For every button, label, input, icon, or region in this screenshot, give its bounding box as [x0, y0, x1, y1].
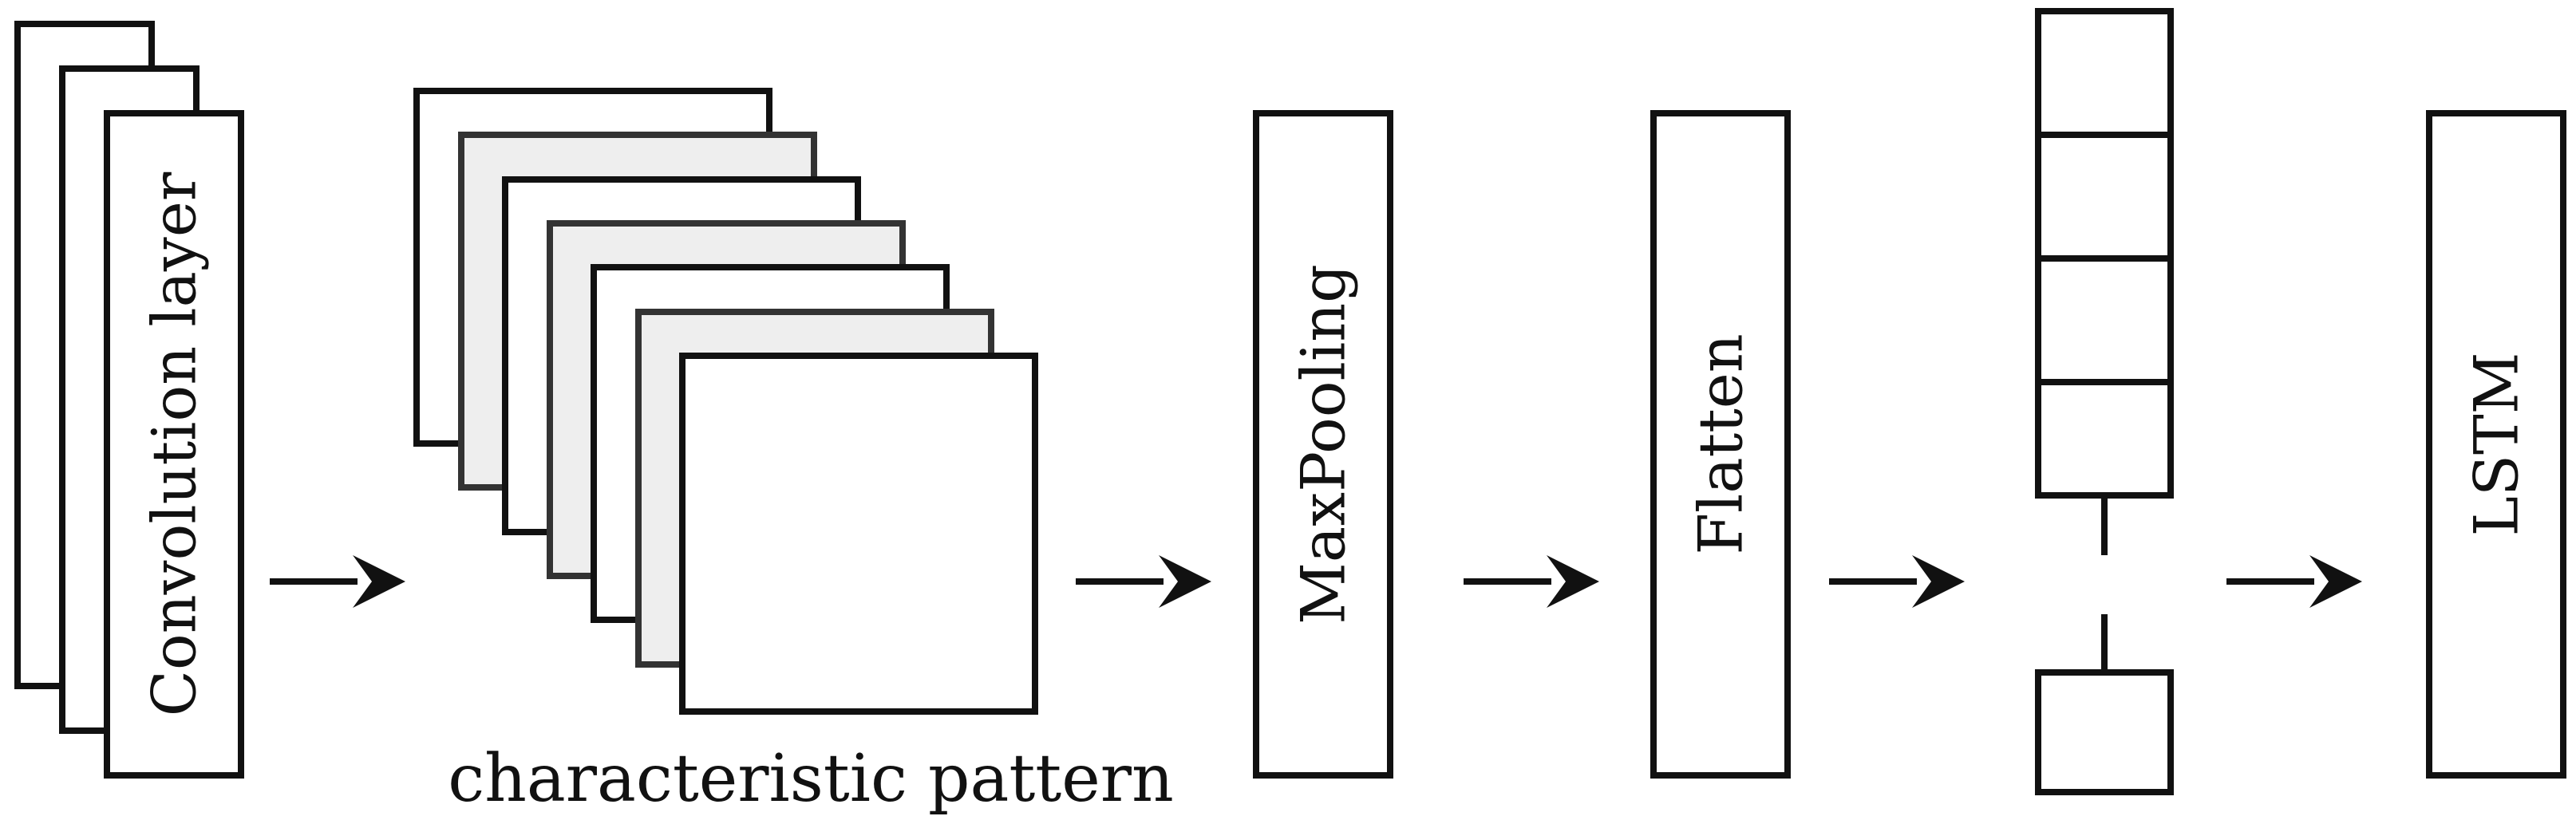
- vector-cell-2: [2035, 132, 2174, 262]
- arrow-4: [1829, 555, 1965, 608]
- maxpooling-label: MaxPooling: [1288, 264, 1359, 625]
- convolution-layer-stack: Convolution layer: [14, 21, 244, 779]
- convolution-layer-label: Convolution layer: [139, 172, 210, 716]
- flatten-box: [1650, 110, 1791, 779]
- arrow-5: [2226, 555, 2362, 608]
- convolution-sheet-front: [104, 110, 244, 779]
- vector-cell-3: [2035, 255, 2174, 385]
- maxpooling-box: [1253, 110, 1393, 779]
- arrow-3: [1464, 555, 1599, 608]
- characteristic-pattern-stack: characteristic pattern: [413, 88, 1174, 817]
- lstm-block: LSTM: [2426, 110, 2566, 779]
- arrow-1: [270, 555, 405, 608]
- vector-cell-last: [2035, 669, 2174, 795]
- flatten-block: Flatten: [1650, 110, 1791, 779]
- characteristic-pattern-label: characteristic pattern: [448, 741, 1174, 817]
- maxpooling-block: MaxPooling: [1253, 110, 1393, 779]
- arrow-2: [1076, 555, 1211, 608]
- flattened-vector: [2035, 8, 2174, 795]
- vector-cell-4: [2035, 379, 2174, 499]
- vector-cell-1: [2035, 8, 2174, 138]
- flatten-label: Flatten: [1685, 333, 1756, 554]
- lstm-box: [2426, 110, 2566, 779]
- feature-map-7: [679, 353, 1038, 715]
- lstm-label: LSTM: [2461, 352, 2532, 536]
